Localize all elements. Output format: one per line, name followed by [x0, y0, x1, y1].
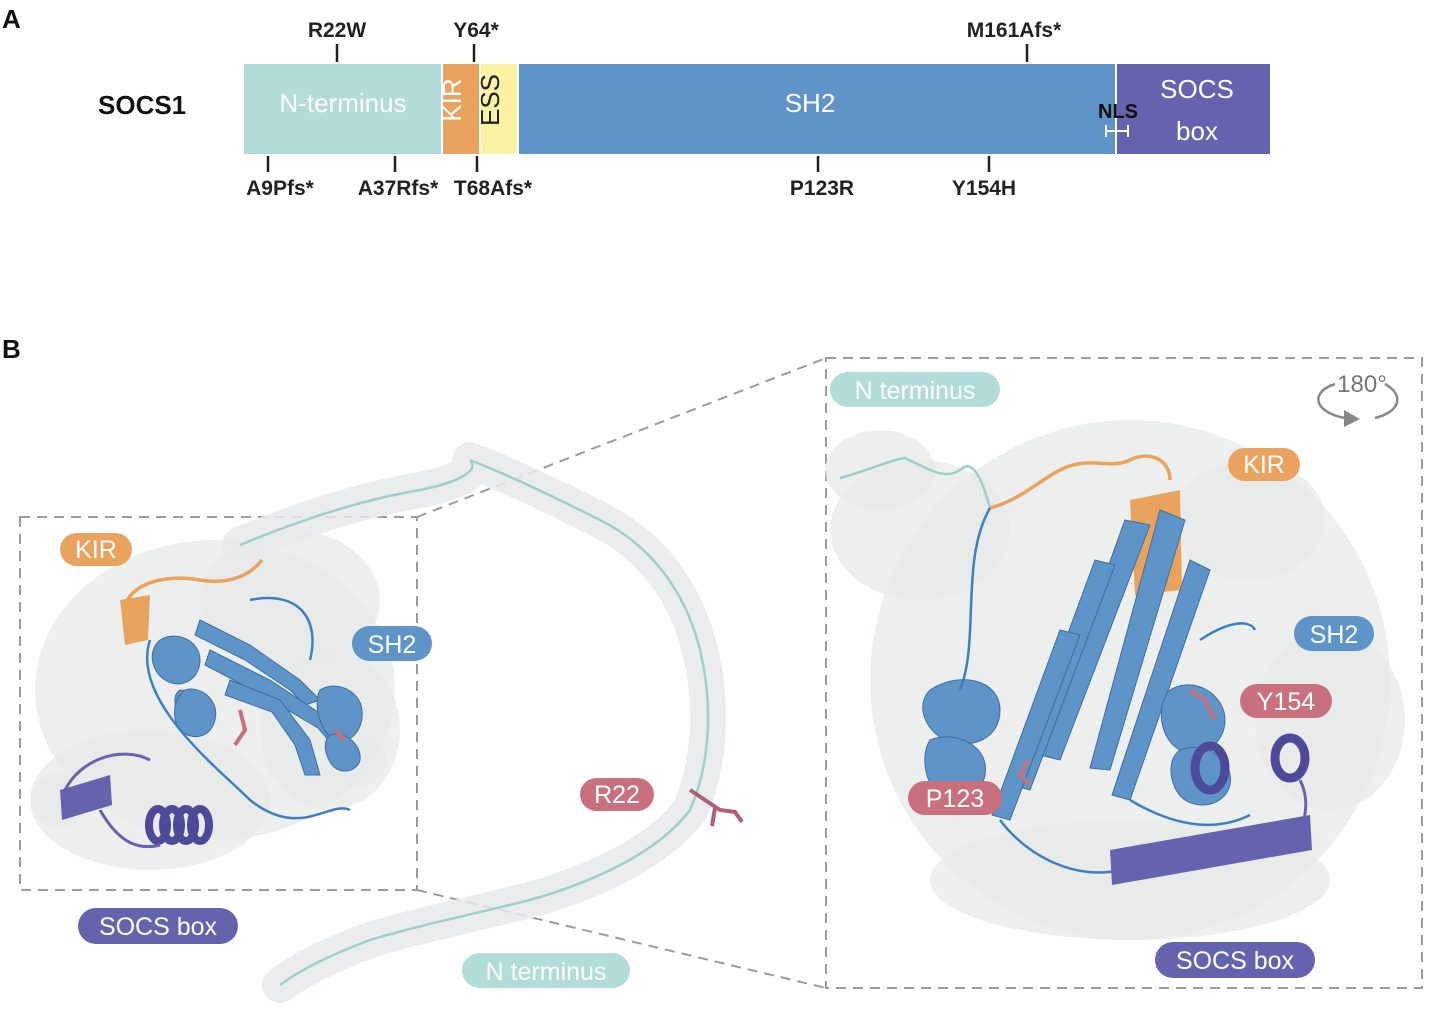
domain-kir	[442, 64, 480, 154]
mutation-y154h: Y154H	[952, 177, 1016, 200]
svg-text:SH2: SH2	[368, 631, 417, 659]
svg-text:SOCS box: SOCS box	[99, 913, 218, 941]
left-label-socs-box: SOCS box	[78, 908, 238, 944]
mutation-m161afs: M161Afs*	[967, 19, 1062, 42]
right-label-socs-box: SOCS box	[1155, 942, 1315, 978]
left-kir-helix	[120, 595, 150, 645]
mutation-a37rfs: A37Rfs*	[358, 177, 439, 200]
right-n-terminal-chain	[839, 456, 992, 509]
right-residue-sticks	[1017, 688, 1217, 787]
svg-text:SOCS box: SOCS box	[1176, 947, 1295, 975]
mutation-ticks	[266, 44, 1029, 172]
rotation-label: 180°	[1337, 371, 1387, 398]
right-label-p123: P123	[908, 781, 1002, 815]
mutation-y64: Y64*	[453, 19, 499, 42]
right-protein-structure	[825, 420, 1405, 940]
svg-text:KIR: KIR	[75, 536, 117, 564]
domain-sh2-label: SH2	[785, 88, 836, 118]
right-sh2-loops	[958, 507, 1257, 874]
left-residue-sticks	[233, 709, 347, 747]
left-kir-loop	[123, 558, 264, 606]
domain-bar	[244, 64, 1270, 154]
right-label-y154: Y154	[1240, 684, 1332, 718]
right-zoom-box	[825, 357, 1423, 989]
left-label-sh2: SH2	[352, 626, 432, 661]
left-n-terminal-chain	[239, 458, 710, 987]
domain-socs-label-line1: SOCS	[1160, 74, 1234, 104]
mutation-a9pfs: A9Pfs*	[246, 177, 315, 200]
svg-text:SH2: SH2	[1310, 621, 1359, 649]
left-sh2-sheets	[151, 619, 363, 776]
domain-socs-box	[1116, 64, 1270, 154]
nls-marker	[1105, 125, 1129, 137]
left-sh2-loops	[146, 596, 351, 820]
svg-text:KIR: KIR	[1243, 451, 1285, 479]
svg-text:Y154: Y154	[1257, 688, 1315, 716]
svg-text:P123: P123	[926, 785, 984, 813]
domain-n-terminus-label: N-terminus	[279, 88, 406, 118]
right-label-kir: KIR	[1228, 448, 1300, 481]
mutation-p123r: P123R	[790, 177, 854, 200]
left-label-r22: R22	[580, 778, 654, 811]
right-label-sh2: SH2	[1294, 616, 1374, 651]
svg-text:N terminus: N terminus	[855, 377, 976, 405]
domain-ess	[480, 64, 518, 154]
mutation-r22w: R22W	[308, 19, 367, 42]
domain-kir-label: KIR	[437, 78, 467, 121]
right-kir-loop	[989, 454, 1172, 510]
svg-text:N terminus: N terminus	[486, 958, 607, 986]
right-socs-box	[1110, 733, 1312, 885]
right-label-n-terminus: N terminus	[830, 372, 1000, 407]
left-label-kir: KIR	[60, 533, 132, 566]
domain-socs-label-line2: box	[1176, 116, 1218, 146]
panel-a-letter: A	[2, 4, 21, 34]
r22-residue-stick	[688, 788, 744, 827]
domain-ess-label: ESS	[475, 74, 505, 126]
domain-n-terminus	[244, 64, 442, 154]
nls-label: NLS	[1098, 101, 1138, 123]
mutation-t68afs: T68Afs*	[454, 177, 533, 200]
left-zoom-box	[19, 516, 418, 891]
gene-name: SOCS1	[98, 90, 186, 120]
left-protein-structure	[30, 442, 744, 1003]
svg-text:R22: R22	[594, 781, 640, 809]
domain-sh2	[518, 64, 1116, 154]
panel-b-letter: B	[2, 334, 21, 364]
rotation-arrow-icon	[1317, 382, 1346, 420]
left-socs-box	[60, 752, 213, 849]
rotation-indicator: 180°	[1317, 371, 1399, 427]
left-label-n-terminus: N terminus	[462, 953, 630, 988]
